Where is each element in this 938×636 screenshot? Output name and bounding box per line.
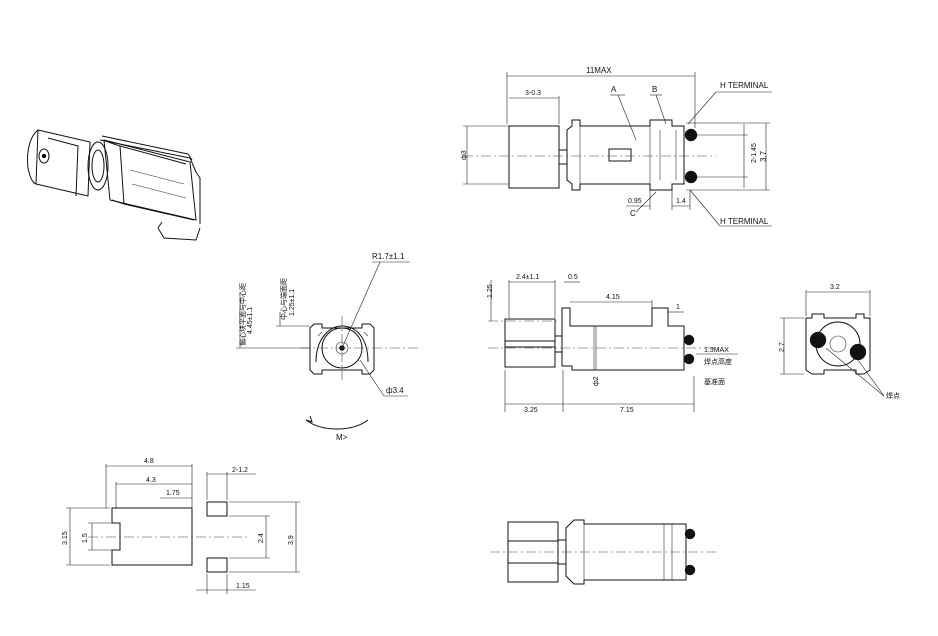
dim-14: 1.4	[676, 198, 686, 205]
end-view: R1.7±1.1 偏心块平面与中心距 4.45±1.1 中心与端面距 1.25±…	[236, 252, 420, 442]
weight-dia-label: ф3	[461, 150, 468, 160]
shaft-dia-label: ф3.4	[386, 386, 404, 395]
rotation-label: M>	[336, 433, 348, 442]
detail-dim-15: 1.5	[82, 533, 89, 543]
detail-dim-175: 1.75	[166, 490, 180, 497]
dim-b-value: 1.25±1.1	[289, 289, 296, 316]
top-view: 11MAX 3-0.3 ф3 A B H TERMINAL 2-1.45 3.7…	[461, 66, 772, 227]
dim-b-label: 中心与端面距	[279, 278, 288, 320]
dim-325: 3.25	[524, 407, 538, 414]
bottom-view	[490, 519, 716, 585]
right-width-label: 3.2	[830, 284, 840, 291]
dim-125: 1.25	[487, 284, 494, 298]
right-end-view: 3.2 2.7 焊点	[779, 284, 900, 400]
isometric-view	[27, 129, 201, 241]
terminal-top-label: H TERMINAL	[720, 81, 769, 90]
dim-095: 0.95	[628, 198, 642, 205]
dim-24: 2.4±1.1	[516, 274, 539, 281]
label-b: B	[652, 85, 657, 94]
dim-a-label: 偏心块平面与中心距	[238, 283, 247, 346]
dim-a-value: 4.45±1.1	[247, 307, 254, 334]
detail-dim-43: 4.3	[146, 477, 156, 484]
pitch-label: 2-1.45	[751, 143, 758, 163]
radius-label: R1.7±1.1	[372, 252, 405, 261]
dim-05: 0.5	[568, 274, 578, 281]
datum-label: 基准面	[704, 377, 725, 386]
detail-dim-24: 2.4	[258, 533, 265, 543]
label-a: A	[611, 85, 617, 94]
right-height-label: 2.7	[779, 342, 786, 352]
label-c: C	[630, 209, 636, 218]
detail-dim-212: 2-1.2	[232, 467, 248, 474]
weight-length-label: 3-0.3	[525, 90, 541, 97]
weight-detail-view: 4.8 4.3 1.75 2-1.2 3.15 1.5 2.4 3.9 1.15	[62, 458, 300, 594]
dim-2: ф2	[593, 376, 600, 386]
terminal-bottom-label: H TERMINAL	[720, 217, 769, 226]
dim-1: 1	[676, 304, 680, 311]
solder-label: 焊点	[886, 391, 900, 400]
detail-dim-39: 3.9	[288, 535, 295, 545]
detail-dim-315: 3.15	[62, 531, 69, 545]
height-label: 3.7	[759, 150, 768, 162]
dim-13max-label: 焊点高度	[704, 357, 732, 366]
detail-dim-48: 4.8	[144, 458, 154, 465]
detail-dim-115: 1.15	[236, 583, 250, 590]
dim-13max: 1.3MAX	[704, 347, 729, 354]
overall-length-label: 11MAX	[586, 66, 612, 75]
dim-715: 7.15	[620, 407, 634, 414]
side-view: 1.25 2.4±1.1 0.5 4.15 1 1.3MAX 焊点高度 基准面 …	[487, 274, 738, 414]
dim-415: 4.15	[606, 294, 620, 301]
